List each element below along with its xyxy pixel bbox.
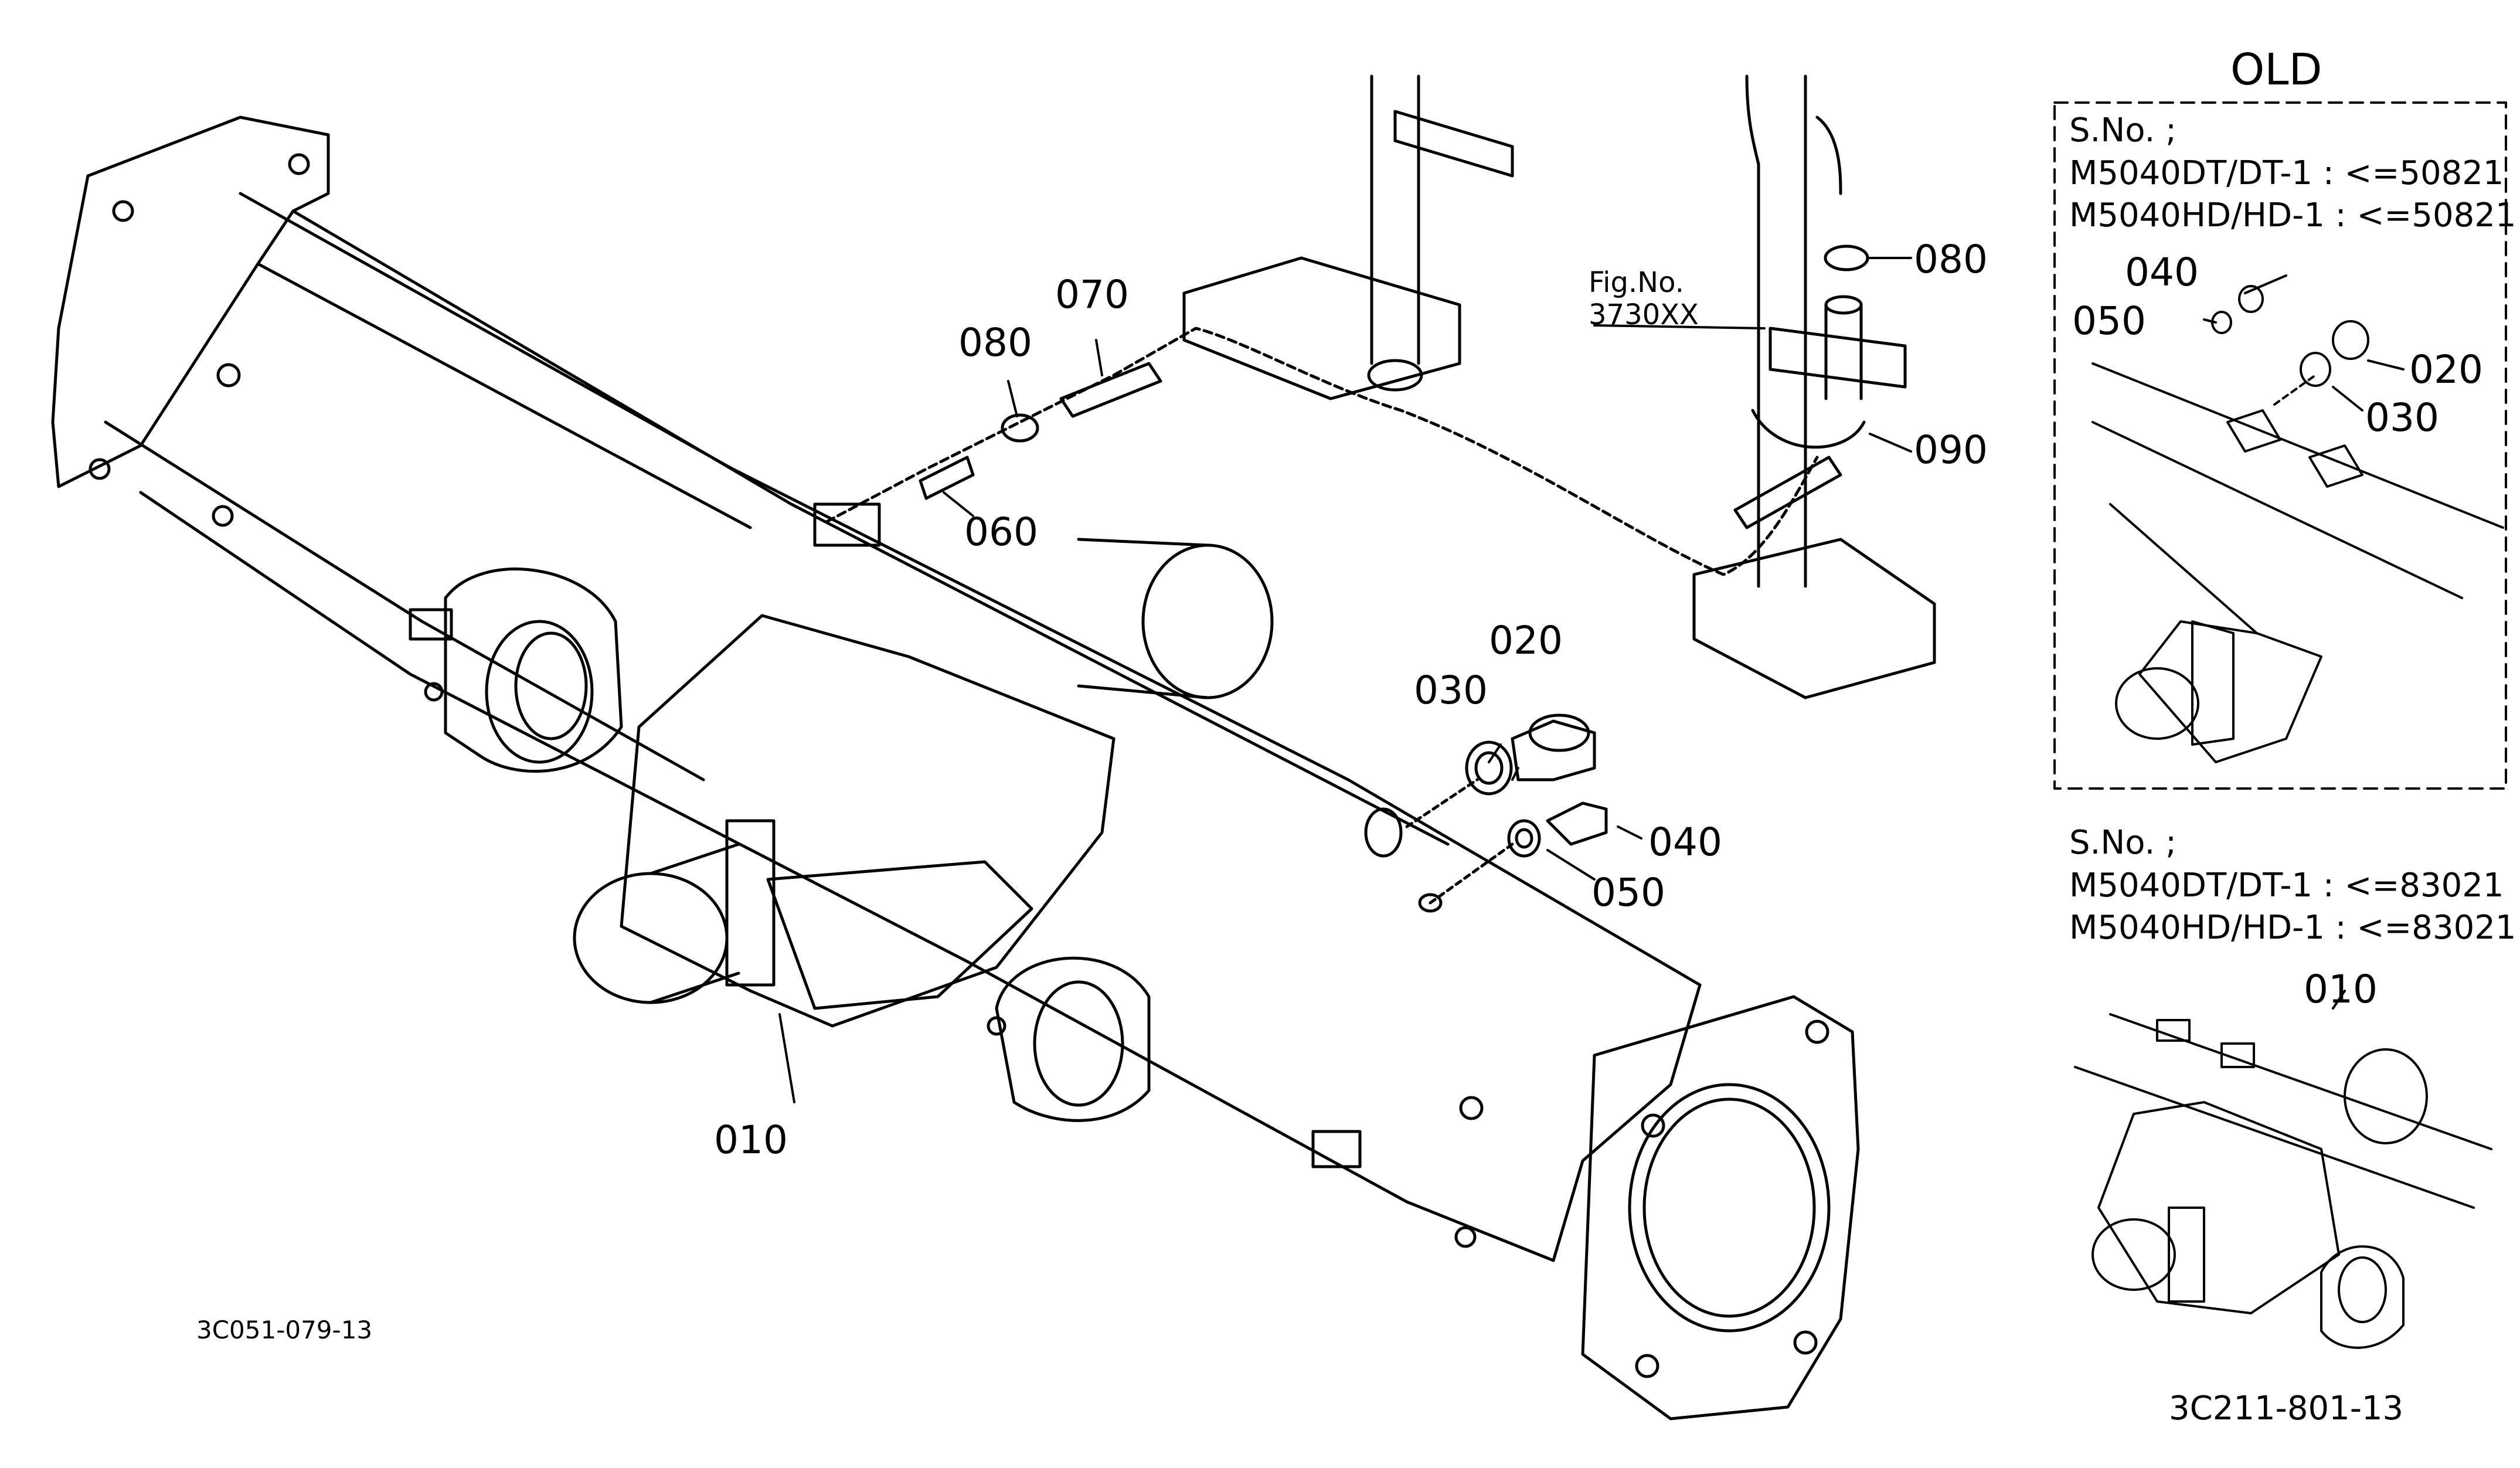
callout-020[interactable]: 020	[1489, 618, 1563, 663]
gasket-050	[1507, 819, 1541, 858]
left-flange	[51, 115, 330, 488]
new-inset-serial-label: S.No. ;	[2069, 824, 2176, 862]
cable-tie-090	[1733, 409, 1866, 529]
figure-ref-number[interactable]: 3730XX	[1589, 298, 1699, 331]
old-inset-title: OLD	[2230, 45, 2322, 95]
callout-050[interactable]: 050	[1591, 870, 1665, 915]
old-callout-040[interactable]: 040	[2125, 250, 2199, 295]
inset-diagram-code: 3C211-801-13	[2169, 1389, 2404, 1428]
main-diagram-code: 3C051-079-13	[196, 1316, 373, 1344]
plug-020	[1511, 719, 1596, 781]
center-gear-case	[620, 614, 1116, 1028]
old-inset-frame	[2053, 101, 2507, 790]
right-flange	[1581, 995, 1860, 1421]
callout-080-hose-clamp[interactable]: 080	[958, 320, 1032, 365]
right-flange-bore	[1628, 1083, 1831, 1333]
callout-030[interactable]: 030	[1414, 668, 1488, 713]
figure-ref-label: Fig.No.	[1589, 266, 1684, 299]
breather-hose-drawing	[825, 74, 1936, 699]
hose-fitting-060	[919, 456, 975, 500]
new-inset-serial-line-2: M5040HD/HD-1 : <=83021	[2069, 909, 2516, 947]
plug-040	[1546, 801, 1608, 846]
old-callout-050[interactable]: 050	[2072, 298, 2146, 344]
new-inset-serial-line-1: M5040DT/DT-1 : <=83021	[2069, 866, 2504, 905]
hose-clamp-080	[1001, 413, 1039, 443]
callout-010[interactable]: 010	[714, 1117, 788, 1163]
rear-shaft-end	[1141, 543, 1274, 699]
new-callout-010[interactable]: 010	[2304, 967, 2378, 1012]
callout-090[interactable]: 090	[1914, 427, 1988, 473]
housing-tube	[139, 192, 1702, 1262]
callout-080-pipe-clamp[interactable]: 080	[1914, 237, 1988, 282]
pipe-clamp-080	[1824, 244, 1869, 271]
axle-housing-drawing	[51, 115, 1860, 1421]
gasket-030	[1465, 740, 1513, 796]
callout-040[interactable]: 040	[1648, 820, 1722, 865]
new-inset-drawing	[2074, 1013, 2492, 1349]
old-callout-030[interactable]: 030	[2365, 395, 2439, 440]
plug-parts-drawing	[1405, 713, 1608, 905]
old-inset-serial-line-2: M5040HD/HD-1 : <=50821	[2069, 196, 2516, 235]
callout-060[interactable]: 060	[964, 509, 1038, 555]
old-inset-drawing	[2092, 274, 2504, 763]
leader-lines	[778, 257, 2346, 1103]
right-pivot-boss	[995, 956, 1151, 1122]
old-inset-serial-line-1: M5040DT/DT-1 : <=50821	[2069, 154, 2504, 192]
old-inset-serial-label: S.No. ;	[2069, 111, 2176, 149]
old-callout-020[interactable]: 020	[2409, 347, 2483, 392]
hose-070	[1059, 362, 1162, 418]
front-shaft-end	[573, 872, 729, 1004]
breather-hose-line	[825, 327, 1819, 576]
left-pivot-boss	[444, 568, 623, 773]
callout-070[interactable]: 070	[1055, 272, 1129, 317]
